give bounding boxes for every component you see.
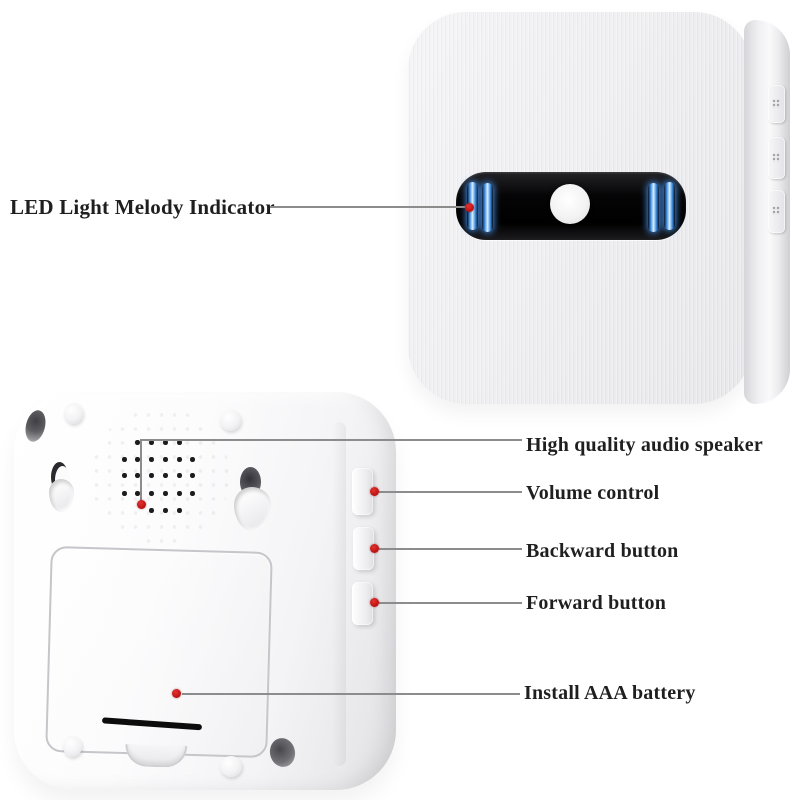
forward-button	[352, 582, 373, 625]
front-side-button-volume	[768, 85, 785, 123]
speaker-hole	[135, 491, 140, 496]
rubber-foot	[220, 756, 242, 777]
callout-dot	[137, 500, 146, 509]
callout-dot	[172, 689, 181, 698]
callout-dot	[465, 203, 474, 212]
speaker-hole	[163, 440, 168, 445]
callout-label-speaker: High quality audio speaker	[526, 434, 763, 456]
backward-button	[353, 527, 374, 570]
indicator-center-dot	[550, 184, 590, 224]
front-side-button-forward	[768, 190, 785, 233]
speaker-hole	[122, 457, 127, 462]
leader-line	[140, 439, 142, 502]
leader-line	[140, 439, 522, 441]
speaker-hole	[135, 457, 140, 462]
front-side-button-backward	[768, 137, 785, 179]
led-bar-icon	[664, 182, 675, 230]
keyhole-mount-left-recess	[49, 479, 74, 512]
chime-front-view	[408, 12, 790, 404]
leader-line	[379, 602, 522, 604]
led-bar-icon	[482, 183, 493, 232]
speaker-hole	[177, 473, 182, 478]
speaker-hole	[190, 491, 195, 496]
speaker-hole	[163, 473, 168, 478]
speaker-hole	[163, 457, 168, 462]
speaker-hole	[149, 473, 154, 478]
speaker-hole	[135, 440, 140, 445]
callout-label-volume: Volume control	[526, 482, 660, 504]
callout-dot	[370, 598, 379, 607]
speaker-grille-texture	[90, 408, 230, 544]
keyhole-mount-right-recess	[234, 487, 271, 531]
callout-label-battery: Install AAA battery	[524, 682, 696, 704]
led-bar-icon	[648, 183, 659, 232]
rubber-foot	[63, 736, 82, 757]
speaker-hole	[163, 508, 168, 513]
rubber-foot	[64, 403, 83, 424]
leader-line	[182, 693, 520, 695]
speaker-hole	[149, 508, 154, 513]
speaker-hole	[149, 491, 154, 496]
speaker-hole	[135, 473, 140, 478]
speaker-hole	[122, 473, 127, 478]
speaker-hole	[122, 491, 127, 496]
speaker-hole	[149, 440, 154, 445]
leader-line	[379, 548, 522, 550]
callout-label-led-indicator: LED Light Melody Indicator	[10, 195, 275, 219]
callout-label-backward: Backward button	[526, 540, 679, 562]
callout-dot	[370, 487, 379, 496]
leader-line	[270, 206, 467, 208]
speaker-hole	[190, 457, 195, 462]
callout-dot	[370, 544, 379, 553]
speaker-hole	[163, 491, 168, 496]
callout-label-forward: Forward button	[526, 592, 667, 614]
speaker-hole	[177, 457, 182, 462]
speaker-hole	[149, 457, 154, 462]
led-melody-indicator	[456, 172, 686, 240]
speaker-hole	[177, 508, 182, 513]
speaker-hole	[177, 440, 182, 445]
volume-button	[352, 468, 373, 515]
speaker-hole	[177, 491, 182, 496]
speaker-hole	[190, 473, 195, 478]
leader-line	[379, 491, 522, 493]
rubber-foot	[220, 410, 241, 431]
